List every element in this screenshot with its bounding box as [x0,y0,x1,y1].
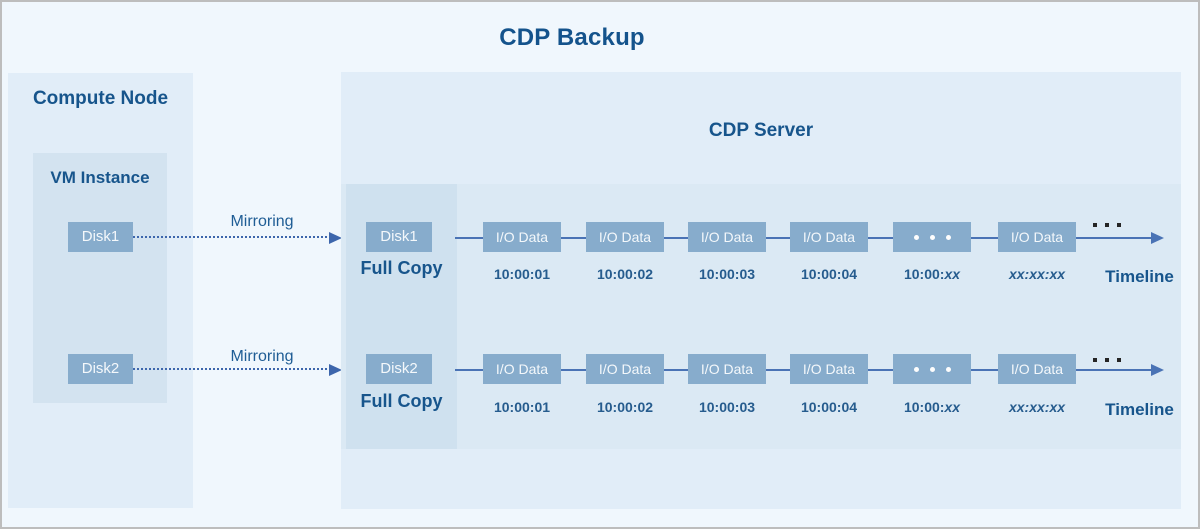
timestamp-text: 10:00:04 [800,266,858,282]
timestamp: xx:xx:xx [987,266,1087,283]
io-data-box: I/O Data [483,222,561,252]
io-data-box: I/O Data [688,354,766,384]
timestamp: 10:00:03 [677,266,777,283]
timestamp-variable: xx [944,399,961,415]
timestamp-text: 10:00:01 [493,266,551,282]
mirroring-dotted-line-2 [133,368,331,370]
io-data-box: I/O Data [790,222,868,252]
cdp-server-label: CDP Server [708,120,814,141]
timestamp-text: 10:00:02 [596,266,654,282]
timestamp: xx:xx:xx [987,399,1087,416]
mirroring-label-1: Mirroring [230,213,294,230]
timeline-label-2: Timeline [1105,400,1174,419]
server-disk1-box: Disk1 [366,222,432,252]
server-disk2-box: Disk2 [366,354,432,384]
io-data-box: I/O Data [483,354,561,384]
io-data-box: I/O Data [790,354,868,384]
timestamp-text: 10:00: [903,399,945,415]
ellipsis-icon [1093,358,1121,362]
mirroring-dotted-line-1 [133,236,331,238]
timeline-label-1: Timeline [1105,267,1174,286]
timestamp: 10:00:01 [472,266,572,283]
compute-node-label: Compute Node [32,88,169,109]
io-data-box: I/O Data [998,354,1076,384]
timestamp: 10:00:02 [575,266,675,283]
timestamp-variable: xx:xx:xx [1008,266,1066,282]
timeline-arrowhead-icon-2 [1151,364,1164,376]
timestamp: 10:00:01 [472,399,572,416]
timestamp: 10:00:03 [677,399,777,416]
timestamp-text: 10:00: [903,266,945,282]
io-data-box: I/O Data [586,354,664,384]
vm-instance-label: VM Instance [50,168,150,187]
timestamp: 10:00:xx [882,266,982,283]
timestamp: 10:00:04 [779,399,879,416]
io-gap-box [893,354,971,384]
timestamp-text: 10:00:04 [800,399,858,415]
white-dots-icon [893,354,971,384]
mirroring-label-2: Mirroring [230,348,294,365]
timestamp-text: 10:00:03 [698,266,756,282]
io-data-box: I/O Data [688,222,766,252]
timestamp: 10:00:02 [575,399,675,416]
timestamp-variable: xx [944,266,961,282]
white-dots-icon [893,222,971,252]
full-copy-label-1: Full Copy [360,258,443,278]
io-data-box: I/O Data [586,222,664,252]
timestamp-text: 10:00:03 [698,399,756,415]
timestamp-text: 10:00:02 [596,399,654,415]
io-gap-box [893,222,971,252]
timestamp: 10:00:04 [779,266,879,283]
vm-disk2-box: Disk2 [68,354,133,384]
diagram-title: CDP Backup [499,24,645,51]
timestamp-variable: xx:xx:xx [1008,399,1066,415]
timestamp-text: 10:00:01 [493,399,551,415]
full-copy-label-2: Full Copy [360,391,443,411]
timestamp: 10:00:xx [882,399,982,416]
mirroring-arrowhead-icon-1 [329,232,342,244]
ellipsis-icon [1093,223,1121,227]
io-data-box: I/O Data [998,222,1076,252]
timeline-arrowhead-icon-1 [1151,232,1164,244]
mirroring-arrowhead-icon-2 [329,364,342,376]
vm-disk1-box: Disk1 [68,222,133,252]
